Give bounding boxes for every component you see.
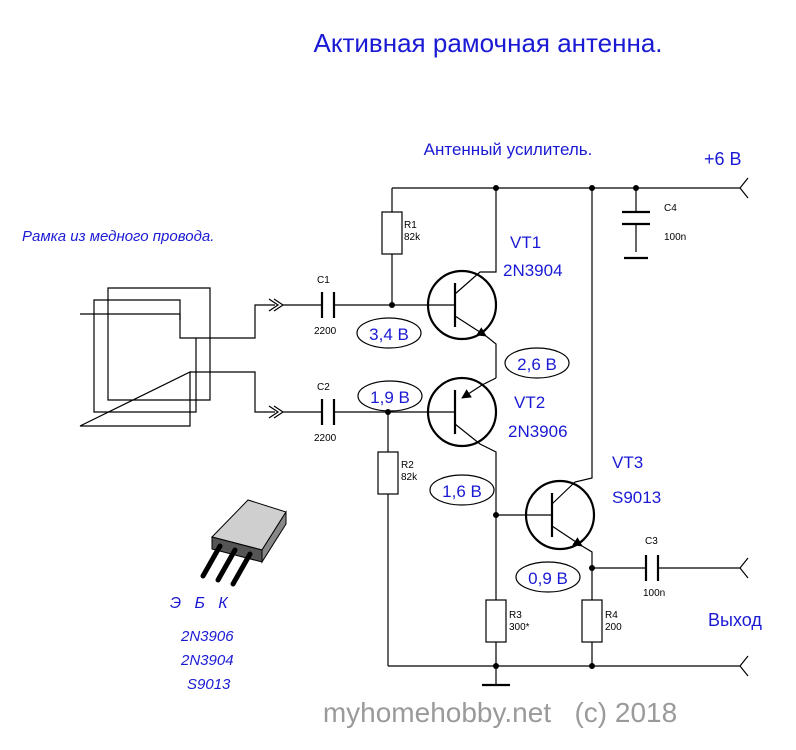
diagram-title: Активная рамочная антенна. (313, 28, 662, 58)
c1-value: 2200 (314, 326, 337, 337)
ground-terminal (739, 655, 749, 677)
loop-antenna (79, 287, 285, 427)
c3-value: 100n (643, 588, 665, 599)
footer-watermark: myhomehobby.net (c) 2018 (323, 697, 677, 728)
voltage-v3: 1,9 В (357, 380, 423, 412)
c2-name: C2 (317, 382, 330, 393)
resistor-r2: R2 82k (377, 412, 418, 666)
c1-name: C1 (317, 275, 330, 286)
vt3-name: VT3 (612, 453, 643, 472)
supply-terminal (739, 177, 749, 199)
resistor-r1: R1 82k (381, 188, 421, 305)
amplifier-label: Антенный усилитель. (424, 140, 593, 159)
r3-name: R3 (509, 610, 522, 621)
vt3-type: S9013 (612, 488, 661, 507)
transistor-vt3: VT3 S9013 (493, 188, 661, 568)
r4-name: R4 (605, 610, 618, 621)
loop-label: Рамка из медного провода. (22, 228, 214, 245)
capacitor-c4: C4 100n (622, 188, 686, 260)
capacitor-c2: C2 2200 (283, 382, 388, 444)
resistor-r3: R3 300* (485, 515, 530, 666)
voltage-v4: 1,6 В (429, 474, 495, 506)
voltage-v2-text: 2,6 В (517, 355, 557, 374)
vt1-name: VT1 (510, 233, 541, 252)
voltage-v2: 2,6 В (504, 347, 570, 379)
r2-value: 82k (401, 472, 418, 483)
r2-name: R2 (401, 460, 414, 471)
c4-name: C4 (664, 203, 677, 214)
pinout-model-2: 2N3904 (180, 652, 234, 669)
voltage-v1-text: 3,4 В (369, 325, 409, 344)
c2-value: 2200 (314, 433, 337, 444)
transistor-vt1: VT1 2N3904 (392, 188, 563, 378)
supply-label: +6 В (704, 149, 742, 169)
c3-name: C3 (645, 536, 658, 547)
transistor-package-icon (200, 499, 287, 587)
r3-value: 300* (509, 622, 530, 633)
c4-value: 100n (664, 232, 686, 243)
voltage-v1: 3,4 В (356, 317, 422, 349)
pinout-model-1: 2N3906 (180, 628, 234, 645)
capacitor-c3: C3 100n (592, 536, 749, 599)
r4-value: 200 (605, 622, 622, 633)
r1-name: R1 (404, 220, 417, 231)
pinout-model-3: S9013 (187, 676, 231, 693)
vt2-type: 2N3906 (508, 422, 568, 441)
voltage-v5: 0,9 В (515, 561, 581, 593)
output-label: Выход (708, 610, 762, 630)
voltage-v4-text: 1,6 В (442, 482, 482, 501)
resistor-r4: R4 200 (581, 568, 622, 666)
voltage-v5-text: 0,9 В (528, 569, 568, 588)
pinout-labels: Э Б К (170, 595, 229, 612)
voltage-v3-text: 1,9 В (370, 388, 410, 407)
r1-value: 82k (404, 232, 421, 243)
capacitor-c1: C1 2200 (283, 275, 392, 337)
transistor-vt2: VT2 2N3906 (388, 376, 568, 515)
vt1-type: 2N3904 (503, 261, 563, 280)
vt2-name: VT2 (514, 393, 545, 412)
